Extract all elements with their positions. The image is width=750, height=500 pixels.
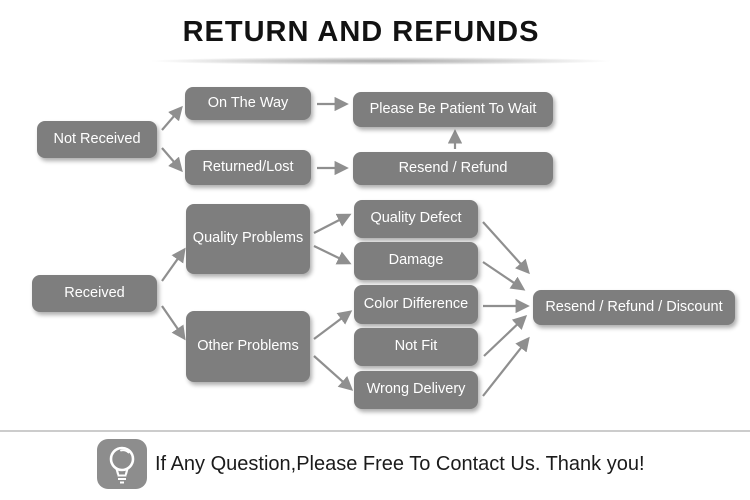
node-resend-refund-discount: Resend / Refund / Discount [533,290,735,325]
lightbulb-icon [97,439,147,489]
footer-divider [0,430,750,432]
arrow-other-problems-to-color-difference [313,310,353,340]
arrow-other-problems-to-wrong-delivery [313,355,354,391]
node-other-problems: Other Problems [186,311,310,382]
footer: If Any Question,Please Free To Contact U… [97,438,645,490]
node-not-fit: Not Fit [354,328,478,366]
arrow-wrong-delivery-to-discount [482,336,530,397]
node-returned-lost: Returned/Lost [185,150,311,185]
arrow-not-received-to-on-the-way [161,105,183,131]
node-please-be-patient: Please Be Patient To Wait [353,92,553,127]
node-quality-defect: Quality Defect [354,200,478,238]
page-title: RETURN AND REFUNDS [182,16,540,48]
node-resend-refund: Resend / Refund [353,152,553,185]
node-color-difference: Color Difference [354,285,478,324]
node-on-the-way: On The Way [185,87,311,120]
node-damage: Damage [354,242,478,280]
arrow-received-to-other-problems [161,305,186,341]
arrow-damage-to-discount [482,261,526,291]
footer-message: If Any Question,Please Free To Contact U… [155,452,645,475]
arrow-quality-problems-to-damage [313,245,352,265]
arrow-received-to-quality-problems [161,247,186,282]
arrow-quality-defect-to-discount [482,221,530,275]
node-not-received: Not Received [37,121,157,158]
arrow-not-fit-to-discount [483,315,528,357]
arrow-not-received-to-returned-lost [161,147,183,173]
node-quality-problems: Quality Problems [186,204,310,274]
node-wrong-delivery: Wrong Delivery [354,371,478,409]
title-divider [150,57,612,65]
node-received: Received [32,275,157,312]
arrow-quality-problems-to-quality-defect [313,213,352,234]
